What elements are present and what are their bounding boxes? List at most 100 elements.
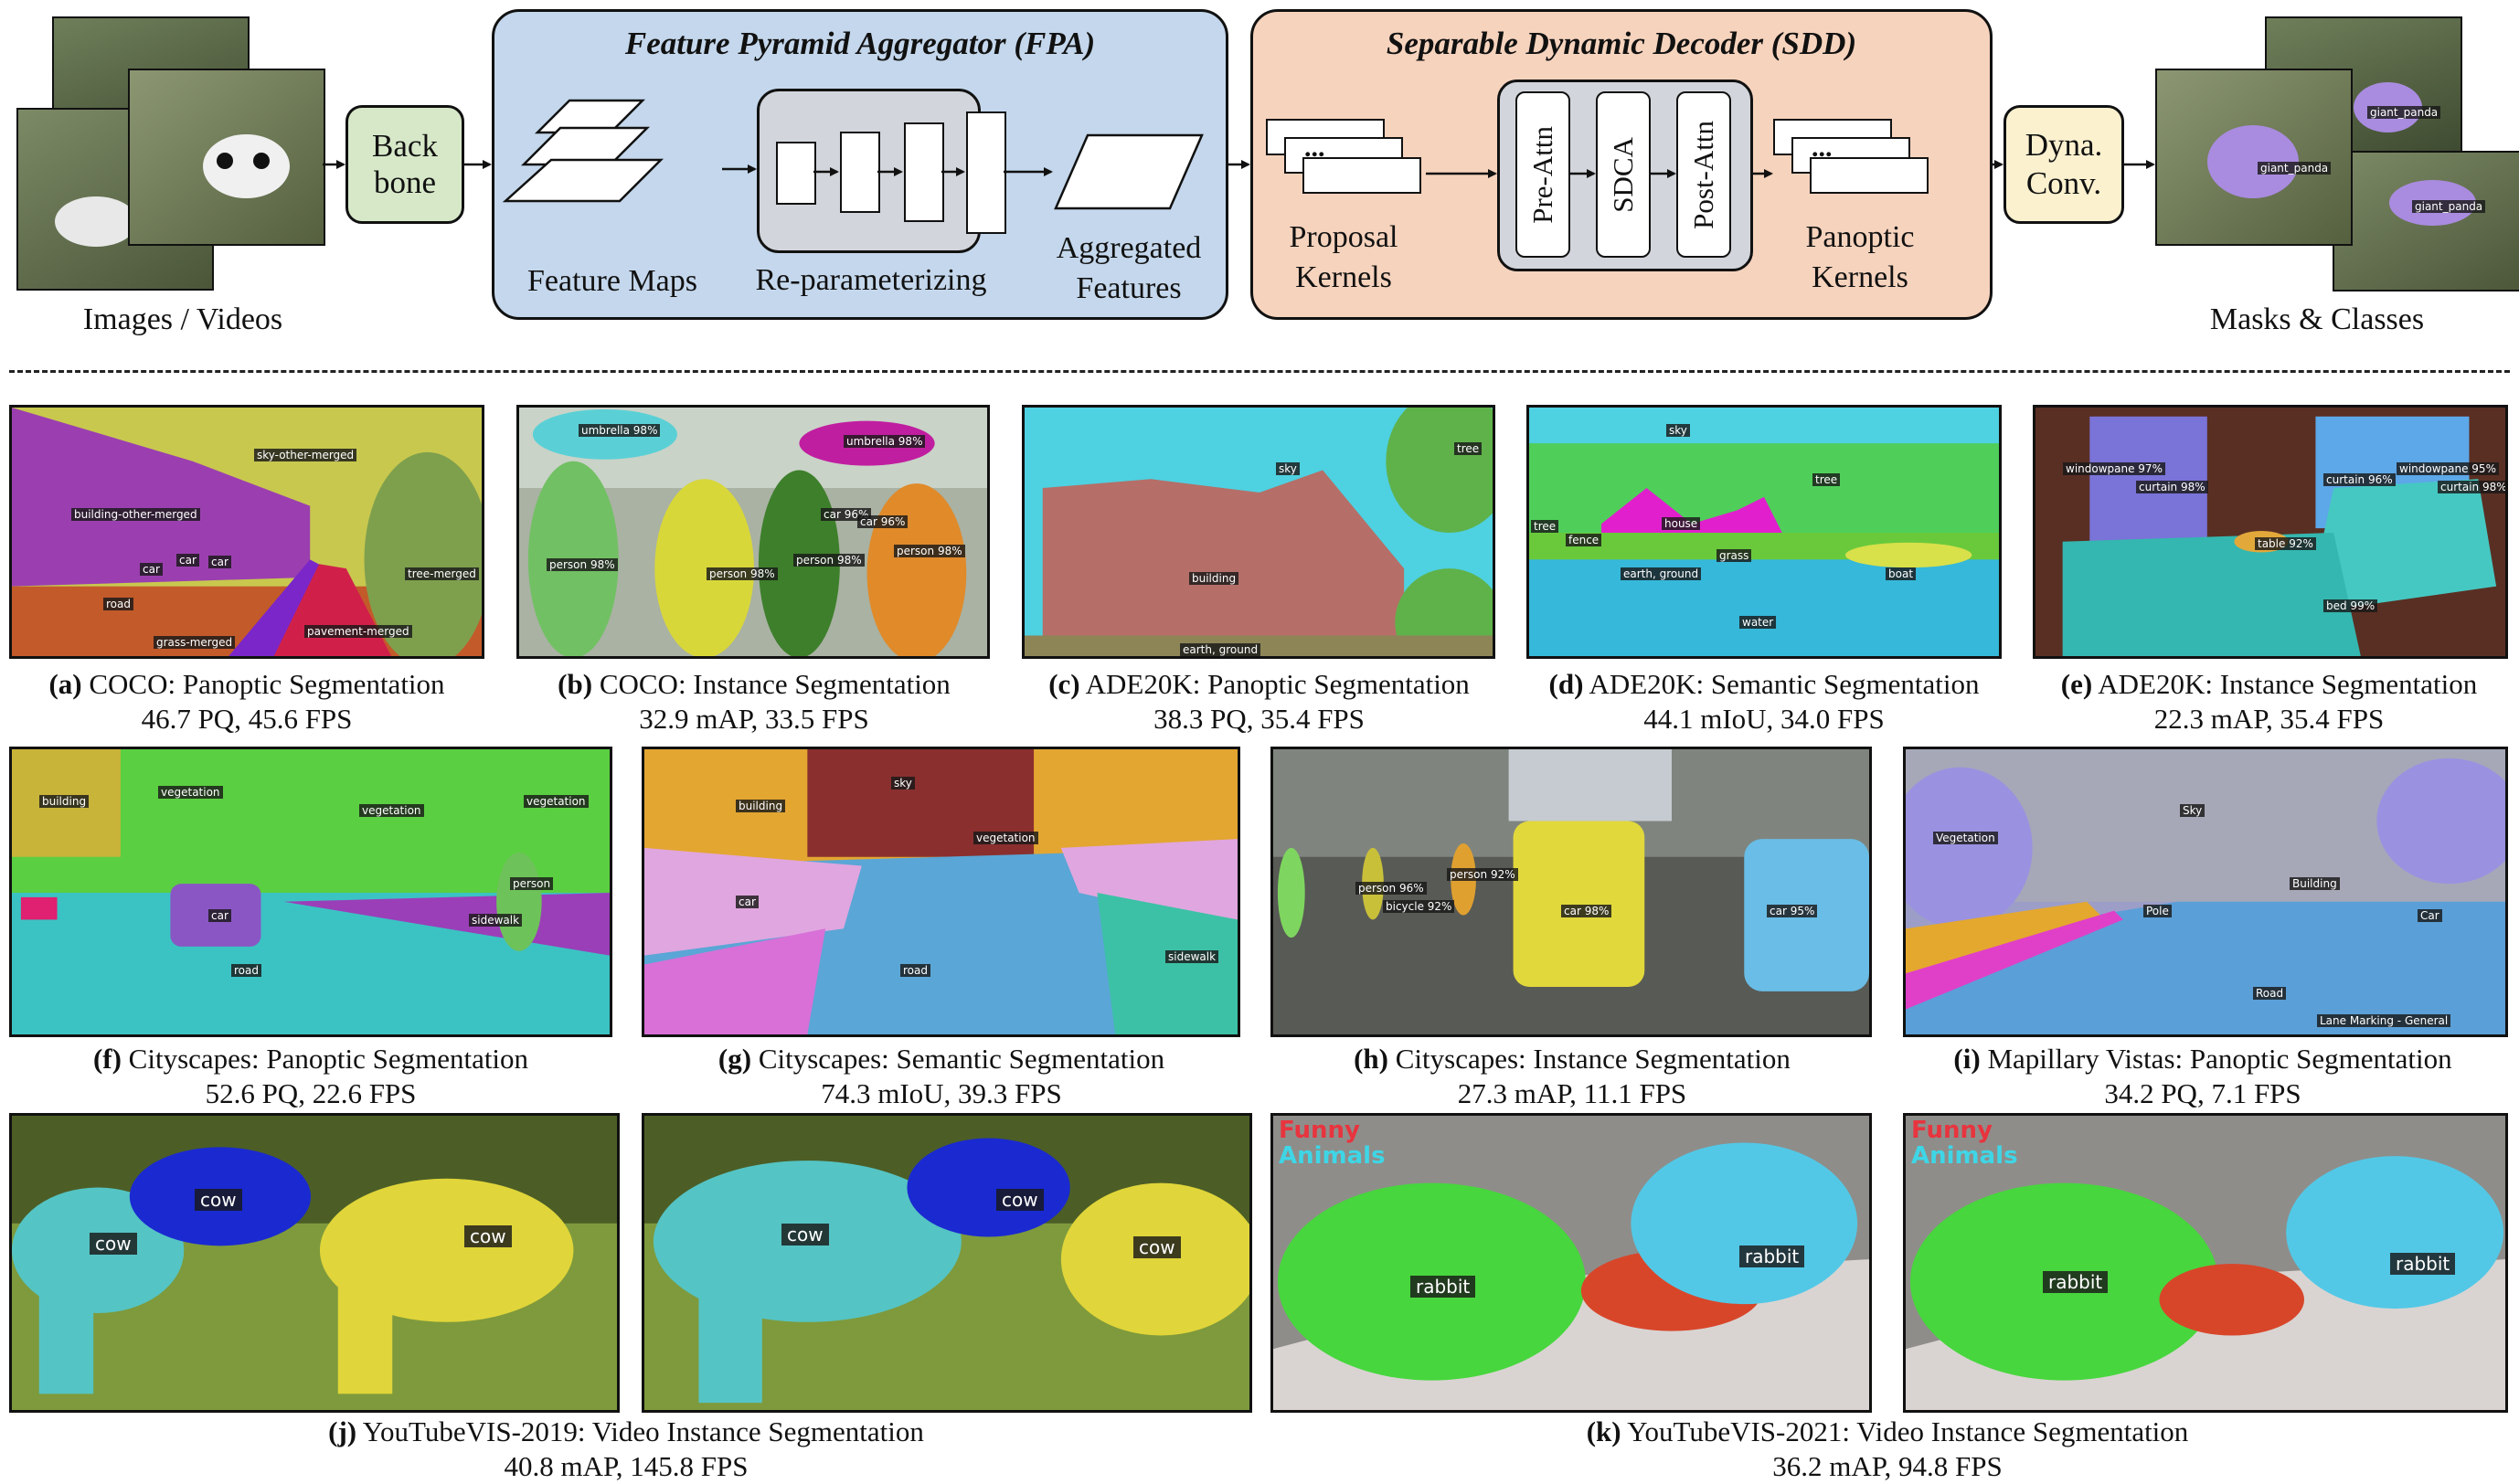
panel-i-metrics: 34.2 PQ, 7.1 FPS (2104, 1077, 2301, 1109)
pre-attn-block: Pre-Attn (1515, 91, 1570, 258)
panel-j-tag-3: cow (464, 1225, 512, 1247)
panel-e-tag-7: bed 99% (2323, 599, 2378, 612)
panel-a-caption: (a) COCO: Panoptic Segmentation 46.7 PQ,… (0, 667, 494, 737)
panel-k-frame-1: Funny Animals rabbit rabbit (1270, 1113, 1872, 1413)
panel-f-caption: (f) Cityscapes: Panoptic Segmentation 52… (0, 1042, 622, 1111)
panel-k-overlay-2: Funny Animals (1911, 1118, 2018, 1169)
panel-j-frame-2: cow cow cow (642, 1113, 1252, 1413)
proposal-label: Proposal Kernels (1252, 217, 1435, 298)
panel-a-letter: (a) (48, 668, 82, 700)
panel-h-caption: (h) Cityscapes: Instance Segmentation 27… (1261, 1042, 1883, 1111)
proposal-label-line1: Proposal (1289, 220, 1398, 254)
dashed-separator (9, 370, 2510, 373)
panel-b-tag-8: car 96% (857, 515, 909, 528)
panel-g-tag-4: car (736, 896, 759, 908)
panel-k-animals-2: Animals (1911, 1142, 2018, 1170)
panel-d-caption: (d) ADE20K: Semantic Segmentation 44.1 m… (1513, 667, 2015, 737)
panel-c-tag-1: tree (1454, 442, 1483, 455)
panel-f-tag-3: vegetation (359, 804, 424, 817)
panda-tag-2: giant_panda (2412, 200, 2486, 213)
panel-f-tag-4: vegetation (524, 795, 589, 808)
sdca-block: SDCA (1596, 91, 1651, 258)
reparam-layer-3 (904, 122, 944, 222)
panel-f-tag-2: vegetation (158, 786, 223, 799)
panel-h-letter: (h) (1354, 1043, 1388, 1075)
panel-g-metrics: 74.3 mIoU, 39.3 FPS (821, 1077, 1062, 1109)
backbone-box: Back bone (345, 105, 464, 224)
panel-h-tag-3: person 96% (1355, 882, 1427, 895)
panel-k-letter: (k) (1586, 1415, 1621, 1447)
panel-d-metrics: 44.1 mIoU, 34.0 FPS (1643, 703, 1885, 735)
panel-c-tag-4: earth, ground (1180, 643, 1261, 656)
aggregated-label-line1: Aggregated (1056, 231, 1202, 265)
dyna-label-line1: Dyna. (2025, 127, 2103, 163)
panel-f-tag-7: person (510, 877, 554, 890)
panel-c-caption: (c) ADE20K: Panoptic Segmentation 38.3 P… (1010, 667, 1508, 737)
panel-d-tag-1: sky (1666, 424, 1690, 437)
panel-e-tag-4: windowpane 95% (2397, 462, 2499, 475)
panel-g-tag-1: building (736, 800, 786, 812)
dyna-label-line2: Conv. (2025, 165, 2102, 201)
panel-f-letter: (f) (92, 1043, 122, 1075)
aggregated-label-line2: Features (1076, 271, 1182, 305)
backbone-label: Back bone (372, 128, 438, 200)
panel-a-image: sky-other-merged building-other-merged t… (9, 405, 484, 659)
panel-k-funny-2: Funny (1911, 1117, 1993, 1144)
panel-k-tag-1: rabbit (1410, 1276, 1476, 1298)
panel-i-tag-4: Road (2253, 987, 2287, 1000)
panel-h-tag-5: bicycle 92% (1383, 900, 1455, 913)
panel-d-tag-3: house (1662, 517, 1701, 530)
panel-i-tag-5: Lane Marking - General (2317, 1014, 2451, 1027)
panel-e-tag-3: curtain 96% (2323, 473, 2396, 486)
panel-k-metrics: 36.2 mAP, 94.8 FPS (1772, 1450, 2003, 1482)
panel-e-tag-2: curtain 98% (2136, 481, 2208, 493)
output-image-2: giant_panda (2333, 151, 2519, 292)
panel-g-tag-6: sidewalk (1165, 950, 1219, 963)
panel-c-tag-2: sky (1276, 462, 1300, 475)
panel-e-caption: (e) ADE20K: Instance Segmentation 22.3 m… (2020, 667, 2518, 737)
panel-b-caption: (b) COCO: Instance Segmentation 32.9 mAP… (503, 667, 1005, 737)
panel-g-caption: (g) Cityscapes: Semantic Segmentation 74… (631, 1042, 1252, 1111)
panel-j-tag-4: cow (781, 1224, 829, 1246)
panel-e-tag-5: curtain 98% (2438, 481, 2505, 493)
pipeline-arrows (323, 160, 2155, 178)
panel-k-tag-2: rabbit (1739, 1246, 1805, 1267)
panoptic-label-line1: Panoptic (1805, 220, 1915, 254)
panel-d-tag-7: boat (1886, 567, 1917, 580)
reparam-layer-4 (966, 111, 1006, 234)
panel-i-tag-7: Pole (2143, 905, 2172, 917)
panel-d-tag-8: water (1739, 616, 1777, 629)
panel-k-tag-4: rabbit (2390, 1253, 2456, 1275)
panel-b-letter: (b) (558, 668, 593, 700)
panel-a-tag-3: tree-merged (405, 567, 479, 580)
panel-f-title: Cityscapes: Panoptic Segmentation (128, 1043, 529, 1075)
panel-k-frame-2: Funny Animals rabbit rabbit (1903, 1113, 2508, 1413)
panel-d-letter: (d) (1548, 668, 1584, 700)
panel-j-tag-1: cow (90, 1233, 137, 1255)
output-label: Masks & Classes (2209, 302, 2425, 336)
panel-f-metrics: 52.6 PQ, 22.6 FPS (205, 1077, 417, 1109)
input-label: Images / Videos (82, 302, 283, 336)
panel-g-tag-3: vegetation (973, 832, 1038, 844)
panel-c-metrics: 38.3 PQ, 35.4 FPS (1153, 703, 1365, 735)
panel-h-metrics: 27.3 mAP, 11.1 FPS (1457, 1077, 1687, 1109)
panel-a-title: COCO: Panoptic Segmentation (89, 668, 445, 700)
panel-j-tag-2: cow (195, 1189, 242, 1211)
panel-b-tag-2: umbrella 98% (844, 435, 926, 448)
panel-a-tag-4: road (103, 598, 133, 610)
panel-j-frame-1: cow cow cow (9, 1113, 620, 1413)
panel-g-title: Cityscapes: Semantic Segmentation (758, 1043, 1165, 1075)
panoptic-kernel-3 (1810, 157, 1929, 194)
panel-i-caption: (i) Mapillary Vistas: Panoptic Segmentat… (1887, 1042, 2518, 1111)
panel-i-image: Vegetation Sky Building Road Lane Markin… (1903, 747, 2508, 1037)
post-attn-block: Post-Attn (1676, 91, 1731, 258)
panel-b-tag-5: person 98% (793, 554, 865, 567)
panel-f-tag-8: sidewalk (469, 914, 523, 927)
panel-j-caption: (j) YouTubeVIS-2019: Video Instance Segm… (274, 1415, 978, 1484)
panel-d-title: ADE20K: Semantic Segmentation (1589, 668, 1980, 700)
panel-k-tag-3: rabbit (2043, 1271, 2109, 1293)
panel-a-tag-8: car (176, 554, 199, 567)
feature-maps-stack (502, 99, 664, 203)
panel-i-letter: (i) (1953, 1043, 1981, 1075)
panel-j-tag-6: cow (1133, 1236, 1181, 1258)
